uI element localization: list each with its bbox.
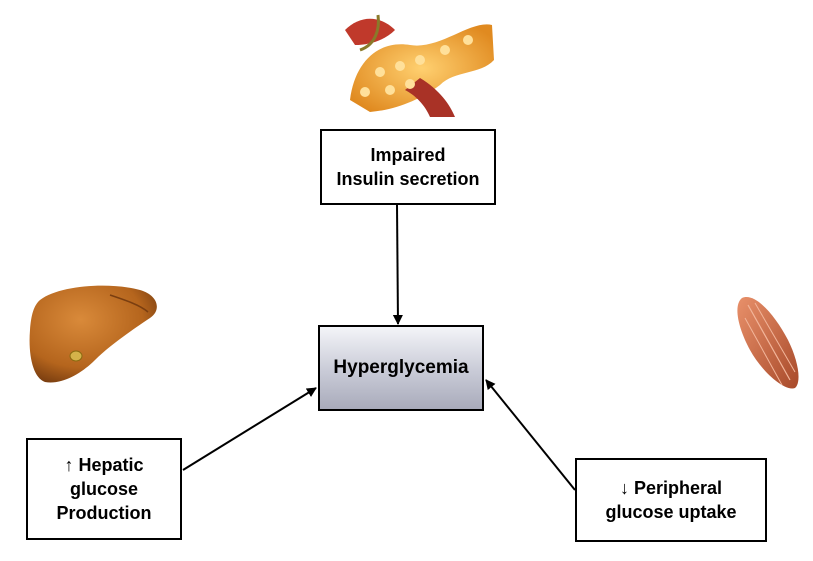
hepatic-line1: ↑ Hepatic [64,455,144,475]
hyperglycemia-box: Hyperglycemia [318,325,484,411]
arrow-peripheral-to-hyperglycemia [485,379,576,491]
hepatic-glucose-production-box: ↑ Hepatic glucose Production [26,438,182,540]
hepatic-line3: Production [56,503,152,523]
peripheral-line2: glucose uptake [605,502,737,522]
pancreas-icon [344,10,494,118]
impaired-insulin-secretion-box: Impaired Insulin secretion [320,129,496,205]
arrow-hepatic-to-hyperglycemia [182,387,317,471]
arrow-insulin-to-hyperglycemia [392,204,403,325]
muscle-icon [737,297,799,389]
peripheral-line1: ↓ Peripheral [619,478,723,498]
insulin-line2: Insulin secretion [336,169,480,189]
liver-icon [29,285,157,383]
peripheral-glucose-uptake-box: ↓ Peripheral glucose uptake [575,458,767,542]
insulin-line1: Impaired [370,145,446,165]
hyperglycemia-label: Hyperglycemia [333,357,469,378]
hepatic-line2: glucose [69,479,139,499]
